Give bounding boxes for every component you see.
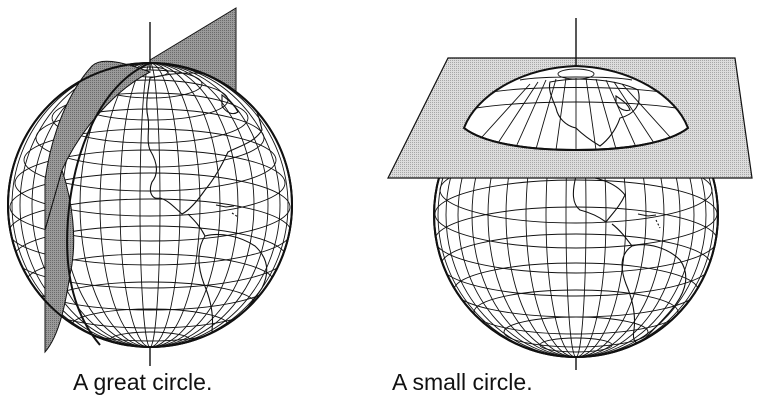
caption-great-circle: A great circle. — [73, 369, 213, 395]
graticule — [8, 63, 292, 347]
small-circle-figure — [380, 0, 761, 403]
great-circle-line — [66, 62, 151, 346]
small-circle-diagram — [387, 18, 753, 370]
lower-graticule — [434, 176, 718, 357]
great-circle-figure: A great circle. — [0, 0, 300, 403]
caption-small-circle: A small circle. — [392, 369, 533, 395]
small-circle-line — [463, 127, 689, 152]
upper-landmass — [548, 78, 640, 147]
great-circle-diagram — [7, 7, 293, 366]
upper-graticule — [475, 68, 677, 151]
